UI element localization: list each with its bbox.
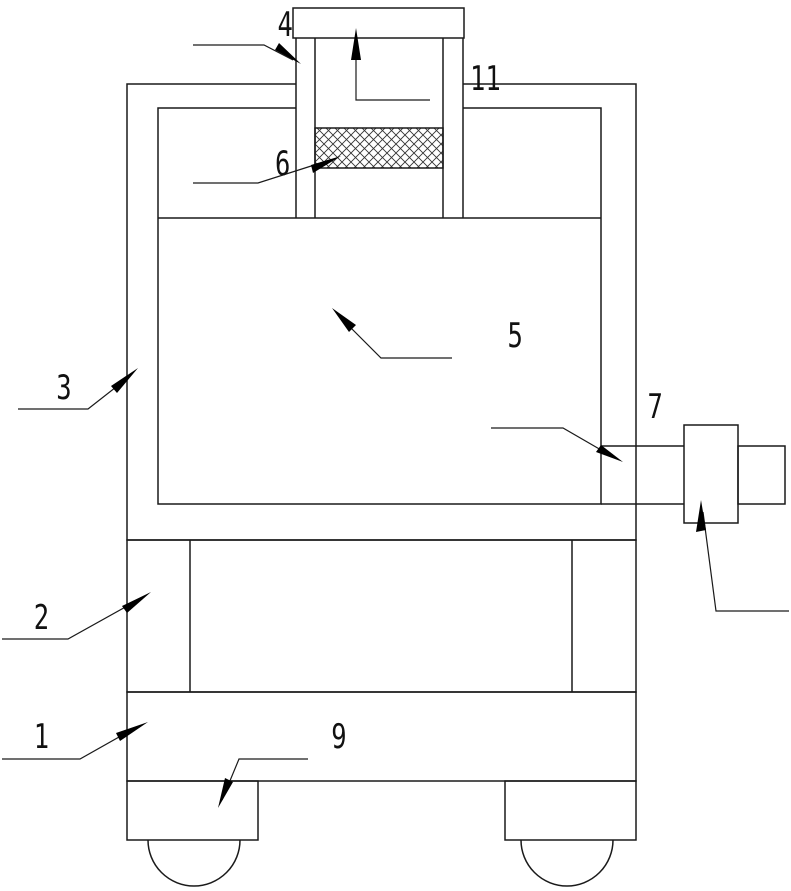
label-6: 6 xyxy=(275,144,290,184)
label-1: 1 xyxy=(34,717,49,757)
label-9: 9 xyxy=(331,717,346,757)
arrow-9 xyxy=(218,778,233,808)
outlet-pipe xyxy=(601,425,785,523)
left-wheel xyxy=(127,781,258,886)
arrow-4 xyxy=(275,43,301,64)
label-5: 5 xyxy=(508,316,523,356)
arrow-5 xyxy=(332,308,356,332)
base xyxy=(127,692,636,781)
label-4: 4 xyxy=(278,5,293,45)
label-3: 3 xyxy=(56,368,71,408)
arrow-1 xyxy=(116,722,148,741)
label-7: 7 xyxy=(648,387,663,427)
arrow-11 xyxy=(351,28,361,60)
support-section xyxy=(127,540,636,692)
right-wheel xyxy=(505,781,636,886)
label-2: 2 xyxy=(34,598,49,638)
labels: 4 11 6 5 3 7 8 2 1 9 xyxy=(34,5,791,757)
filter-screen xyxy=(315,128,443,168)
label-11: 11 xyxy=(470,59,501,99)
inlet-tube xyxy=(293,8,464,218)
arrow-8 xyxy=(696,500,706,532)
arrow-7 xyxy=(596,445,623,462)
arrow-3 xyxy=(111,368,138,393)
